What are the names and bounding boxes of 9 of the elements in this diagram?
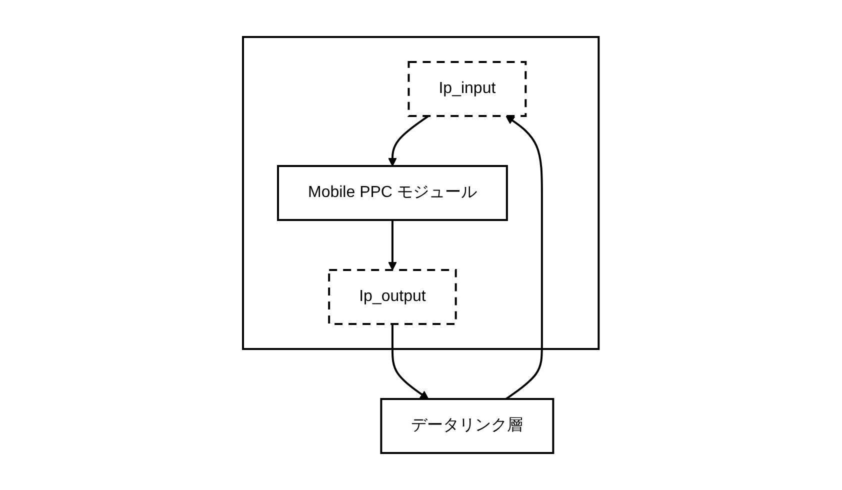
cluster bbox=[242, 36, 600, 350]
node-box: Ip_input bbox=[408, 61, 527, 117]
node-box: Mobile PPC モジュール bbox=[277, 165, 508, 221]
arrow bbox=[388, 220, 398, 270]
node-box: Ip_output bbox=[328, 269, 457, 325]
arrow bbox=[506, 116, 544, 400]
arrow bbox=[388, 115, 430, 166]
arrow bbox=[392, 324, 429, 400]
node-box: データリンク層 bbox=[380, 398, 554, 454]
